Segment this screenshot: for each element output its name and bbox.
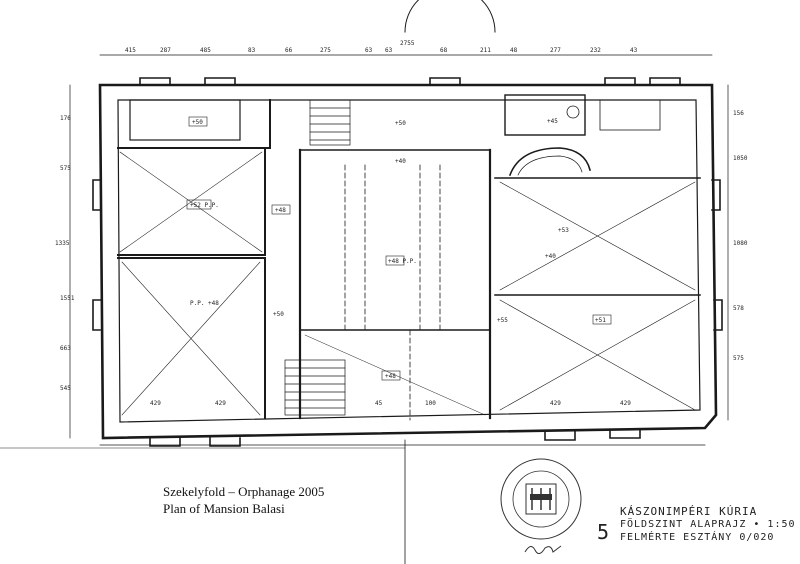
dim-top-13: 43: [630, 47, 638, 54]
dim-top-7: 63: [385, 47, 393, 54]
room-label-9: +50: [273, 311, 284, 318]
dim-right-0: 156: [733, 110, 744, 117]
room-label-0: +50: [192, 119, 203, 126]
room-label-6: +40: [395, 158, 406, 165]
entrance-arc: [404, 0, 496, 33]
room-label-2: +48: [275, 207, 286, 214]
title-line-1: KÁSZONIMPÉRI KÚRIA: [620, 505, 758, 518]
caption-line-1: Szekelyfold – Orphanage 2005: [163, 484, 325, 499]
stair-top: [309, 99, 351, 146]
signature: [524, 545, 562, 554]
dim-top-9: 211: [480, 47, 491, 54]
dim-bottom-5: 429: [620, 400, 631, 407]
sheet-number: 5: [597, 520, 610, 544]
dim-left-2: 1335: [55, 240, 70, 247]
dim-top-3: 83: [248, 47, 256, 54]
dim-top-1: 287: [160, 47, 171, 54]
caption-line-2: Plan of Mansion Balasi: [163, 501, 285, 516]
dim-top-10: 48: [510, 47, 518, 54]
room-label-1: +52 P.P.: [190, 202, 219, 209]
room-label-3: P.P. +48: [190, 300, 219, 307]
dim-top-6: 63: [365, 47, 373, 54]
dim-right-2: 1080: [733, 240, 748, 247]
inner-outline: [117, 99, 701, 423]
title-block: KÁSZONIMPÉRI KÚRIA FÖLDSZINT ALAPRAJZ • …: [620, 505, 796, 544]
dim-right-4: 575: [733, 355, 744, 362]
dim-top-8: 68: [440, 47, 448, 54]
dim-top-4: 66: [285, 47, 293, 54]
room-label-12: +45: [547, 118, 558, 125]
dim-top-5: 275: [320, 47, 331, 54]
title-line-2: FÖLDSZINT ALAPRAJZ • 1:50: [620, 519, 796, 530]
dim-bottom-3: 100: [425, 400, 436, 407]
spiral-stair: [508, 147, 591, 177]
seal-stamp: [500, 458, 582, 540]
dim-top-0: 415: [125, 47, 136, 54]
room-label-4: +48 P.P.: [388, 258, 417, 265]
dim-bottom-1: 429: [215, 400, 226, 407]
room-label-5: +50: [395, 120, 406, 127]
dim-top-2: 485: [200, 47, 211, 54]
dim-left-3: 1551: [60, 295, 75, 302]
room-label-10: +48: [385, 373, 396, 380]
room-label-7: +53: [558, 227, 569, 234]
dim-left-0: 176: [60, 115, 71, 122]
dim-top-12: 232: [590, 47, 601, 54]
dim-bottom-4: 429: [550, 400, 561, 407]
dim-right-1: 1050: [733, 155, 748, 162]
drawing-caption: Szekelyfold – Orphanage 2005 Plan of Man…: [163, 483, 324, 517]
dim-left-4: 663: [60, 345, 71, 352]
room-label-11: +55: [497, 317, 508, 324]
outer-wall: [98, 83, 718, 440]
title-line-3: FELMÉRTE ESZTÁNY 0/020: [620, 532, 775, 543]
dim-left-5: 545: [60, 385, 71, 392]
dim-bottom-2: 45: [375, 400, 383, 407]
stair-bottom: [284, 359, 346, 416]
dim-top-total: 2755: [400, 40, 415, 47]
dim-bottom-0: 429: [150, 400, 161, 407]
dim-right-3: 578: [733, 305, 744, 312]
dim-left-1: 575: [60, 165, 71, 172]
room-label-8: +51: [595, 317, 606, 324]
room-label-13: +40: [545, 253, 556, 260]
dim-top-11: 277: [550, 47, 561, 54]
